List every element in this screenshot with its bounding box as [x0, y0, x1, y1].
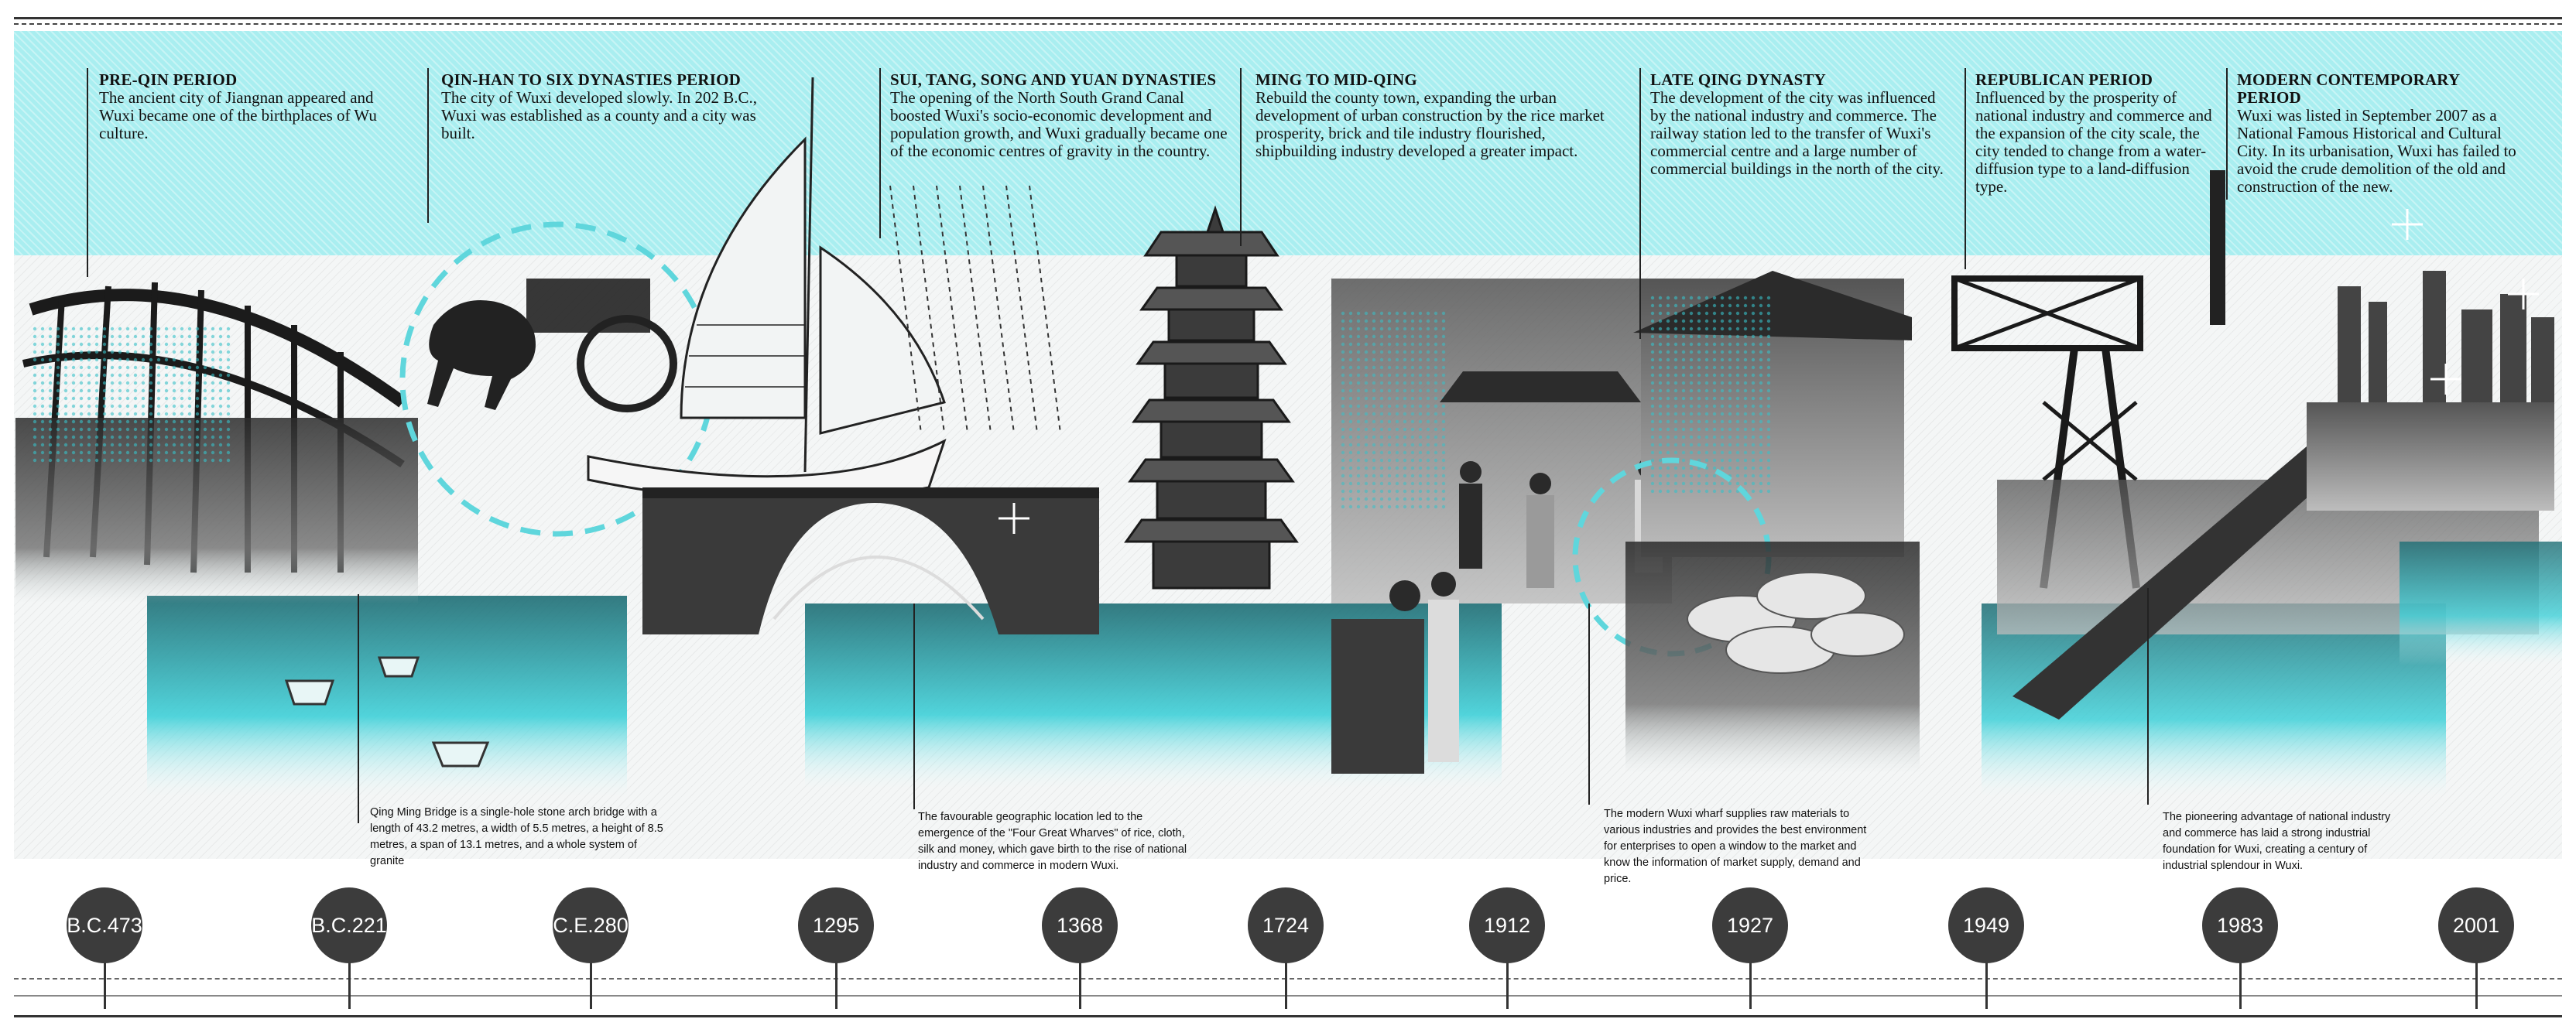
period-leader-line	[879, 68, 881, 238]
period-sui-tang: SUI, TANG, SONG AND YUAN DYNASTIES The o…	[890, 71, 1231, 160]
timeline-stem	[1506, 962, 1509, 1009]
note-qing-ming-bridge: Qing Ming Bridge is a single-hole stone …	[370, 806, 663, 867]
wooden-boat-frame	[15, 282, 418, 603]
period-leader-line	[87, 68, 88, 277]
period-qin-han: QIN-HAN TO SIX DYNASTIES PERIOD The city…	[441, 71, 774, 142]
period-title: PRE-QIN PERIOD	[99, 70, 238, 89]
horse-chariot-rubbing	[427, 279, 677, 412]
period-leader-line	[2226, 68, 2228, 200]
year-marker: B.C.221	[311, 887, 387, 963]
year-marker: 1983	[2202, 887, 2278, 963]
year-marker: 1912	[1469, 887, 1545, 963]
dashed-arrow-grid	[889, 185, 1061, 434]
period-description: The development of the city was influenc…	[1650, 88, 1944, 178]
year-marker: 1949	[1948, 887, 2024, 963]
note-industrial-foundation: The pioneering advantage of national ind…	[2163, 811, 2391, 872]
period-title: MING TO MID-QING	[1255, 70, 1417, 89]
sparkle-crosses	[999, 209, 2539, 534]
period-leader-line	[1965, 68, 1966, 269]
year-marker: 1724	[1248, 887, 1324, 963]
water-reflection-left	[147, 596, 627, 797]
timeline-stem	[1285, 962, 1287, 1009]
timeline-stem	[2475, 962, 2478, 1009]
period-description: Rebuild the county town, expanding the u…	[1255, 88, 1605, 160]
timeline-stem	[1079, 962, 1081, 1009]
sailing-junk-sketch	[587, 77, 947, 503]
note-leader-line	[1588, 603, 1590, 805]
timeline-stem	[590, 962, 592, 1009]
period-title: MODERN CONTEMPORARY PERIOD	[2237, 70, 2460, 107]
note-modern-wharf: The modern Wuxi wharf supplies raw mater…	[1604, 808, 1867, 885]
period-leader-line	[1240, 68, 1242, 246]
note-four-great-wharves: The favourable geographic location led t…	[918, 811, 1187, 872]
period-leader-line	[427, 68, 429, 223]
year-marker: B.C.473	[67, 887, 142, 963]
period-description: Wuxi was listed in September 2007 as a N…	[2237, 106, 2516, 196]
period-leader-line	[1639, 68, 1641, 339]
note-leader-line	[2147, 588, 2149, 805]
period-ming: MING TO MID-QING Rebuild the county town…	[1255, 71, 1627, 160]
period-republican: REPUBLICAN PERIOD Influenced by the pros…	[1975, 71, 2215, 196]
note-leader-line	[358, 594, 359, 823]
rice-sacks-cart	[1625, 542, 1920, 774]
bottom-rule	[14, 1015, 2562, 1017]
period-title: QIN-HAN TO SIX DYNASTIES PERIOD	[441, 70, 742, 89]
top-dashed-rule	[14, 23, 2562, 25]
period-description: Influenced by the prosperity of national…	[1975, 88, 2212, 196]
timeline-line	[14, 995, 2562, 997]
year-marker: 1927	[1712, 887, 1788, 963]
sky-background	[14, 31, 2562, 263]
old-town-street-photo	[1331, 279, 1672, 603]
year-marker: 2001	[2438, 887, 2514, 963]
modern-skyline	[2307, 271, 2562, 665]
timeline-stem	[348, 962, 351, 1009]
year-marker: C.E.280	[553, 887, 629, 963]
small-boats	[284, 656, 490, 768]
period-pre-qin: PRE-QIN PERIOD The ancient city of Jiang…	[99, 71, 409, 142]
note-leader-line	[913, 603, 915, 809]
period-title: LATE QING DYNASTY	[1650, 70, 1827, 89]
period-description: The city of Wuxi developed slowly. In 20…	[441, 88, 758, 142]
late-qing-building-photo	[1633, 271, 1912, 557]
timeline-stem	[104, 962, 106, 1009]
timeline-dashed-line	[14, 978, 2562, 980]
timeline-stem	[1985, 962, 1988, 1009]
pagoda	[1124, 205, 1299, 590]
period-title: SUI, TANG, SONG AND YUAN DYNASTIES	[890, 70, 1217, 89]
period-description: The ancient city of Jiangnan appeared an…	[99, 88, 377, 142]
timeline-stem	[2239, 962, 2242, 1009]
stone-arch-bridge	[642, 487, 1099, 634]
year-marker: 1295	[798, 887, 874, 963]
period-late-qing: LATE QING DYNASTY The development of the…	[1650, 71, 1952, 178]
period-title: REPUBLICAN PERIOD	[1975, 70, 2153, 89]
top-rule	[14, 17, 2562, 19]
period-description: The opening of the North South Grand Can…	[890, 88, 1228, 160]
timeline-stem	[835, 962, 838, 1009]
year-marker: 1368	[1042, 887, 1118, 963]
factory-chimney	[2210, 170, 2225, 325]
period-modern: MODERN CONTEMPORARY PERIOD Wuxi was list…	[2237, 71, 2523, 196]
timeline-stem	[1749, 962, 1752, 1009]
